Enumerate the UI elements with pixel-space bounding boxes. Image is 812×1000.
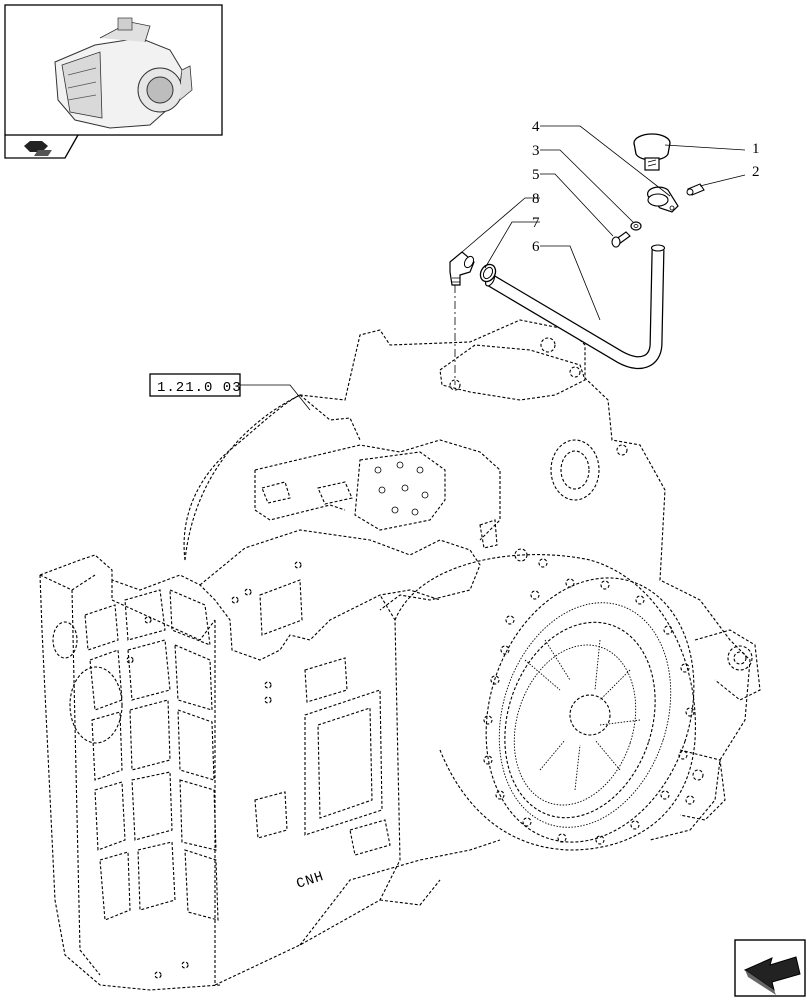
reference-label[interactable]: 1.21.0 03: [149, 373, 311, 411]
book-icon[interactable]: [24, 141, 52, 156]
housing-thumbnail-icon: [54, 17, 193, 129]
washer-part: [630, 221, 642, 231]
breather-cap-part: [633, 133, 671, 171]
callout-3[interactable]: 3: [532, 143, 540, 159]
bolt-part: [611, 231, 631, 248]
callout-7[interactable]: 7: [532, 215, 540, 231]
thumbnail-frame: [4, 4, 223, 159]
callout-6[interactable]: 6: [532, 239, 540, 255]
callout-5[interactable]: 5: [532, 167, 540, 183]
callout-4[interactable]: 4: [532, 119, 540, 135]
callout-1[interactable]: 1: [752, 141, 760, 157]
rear-axle-housing: [39, 319, 761, 991]
clamp-bracket-part: [647, 186, 679, 213]
callout-8[interactable]: 8: [532, 191, 540, 207]
reference-label-text: 1.21.0 03: [157, 380, 242, 396]
leader-lines: [461, 125, 746, 321]
breather-pipe-part: [485, 244, 666, 370]
elbow-fitting-part: [449, 251, 475, 286]
callout-2[interactable]: 2: [752, 164, 760, 180]
pin-part: [686, 183, 705, 196]
seal-ring-part: [479, 263, 497, 283]
next-page-arrow-icon[interactable]: [734, 939, 806, 997]
housing-lettering: CNH: [295, 869, 327, 893]
